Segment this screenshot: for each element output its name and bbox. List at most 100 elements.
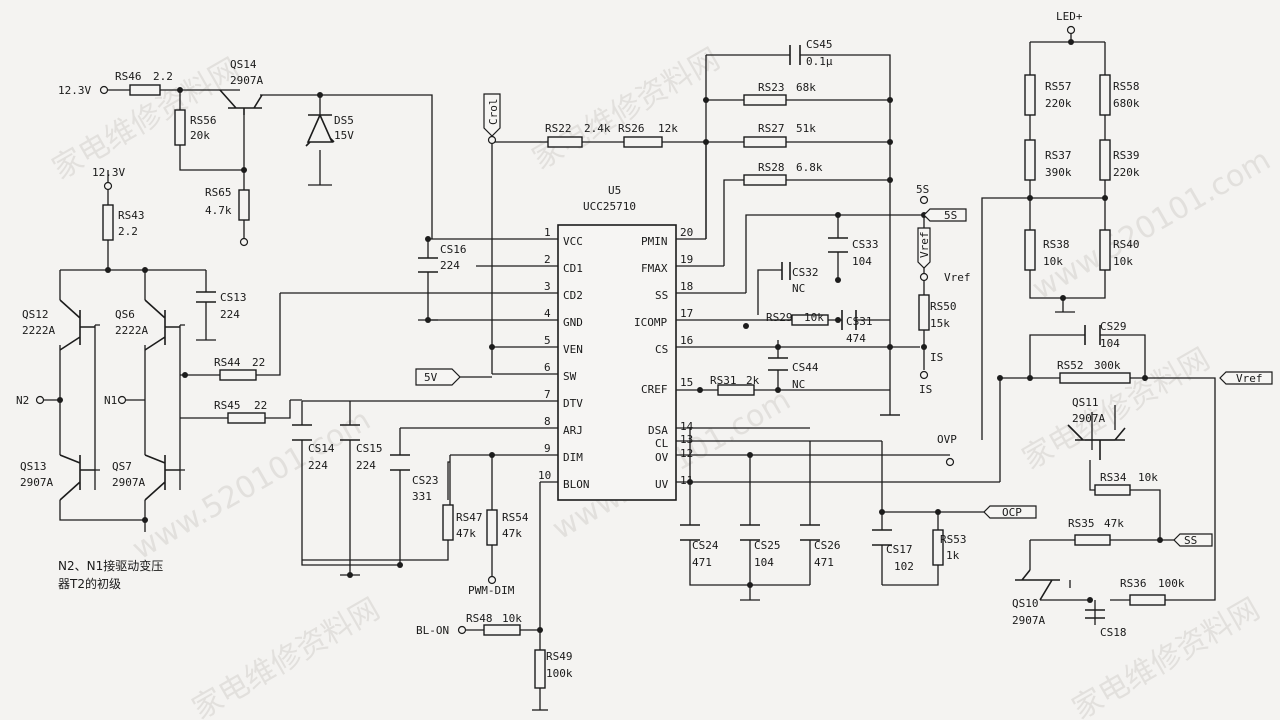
ref-label: CS25 xyxy=(754,539,781,552)
net-label-is: IS xyxy=(930,351,943,364)
terminals xyxy=(35,25,1076,635)
ref-label: QS13 xyxy=(20,460,47,473)
resistor-rs48 xyxy=(483,624,521,636)
value-label: 47k xyxy=(456,527,476,540)
resistor-rs26 xyxy=(623,136,663,148)
net-flag-5v xyxy=(415,368,461,386)
pin-name: SW xyxy=(563,370,577,383)
ref-label: CS13 xyxy=(220,291,247,304)
value-label: 224 xyxy=(308,459,328,472)
value-label: 220k xyxy=(1113,166,1140,179)
resistor-rs57 xyxy=(1024,74,1036,116)
note: N2、N1接驱动变压 器T2的初级 xyxy=(58,558,163,591)
value-label: 47k xyxy=(1104,517,1124,530)
ref-label: RS49 xyxy=(546,650,573,663)
capacitor-cs29 xyxy=(1084,325,1101,345)
pin-number: 3 xyxy=(544,280,551,293)
value-label: 100k xyxy=(546,667,573,680)
pin-name: GND xyxy=(563,316,583,329)
net-label-12v3: 12.3V xyxy=(58,84,91,97)
ref-label: RS36 xyxy=(1120,577,1147,590)
value-label: 2907A xyxy=(1072,412,1105,425)
pin-number: 7 xyxy=(544,388,551,401)
pin-name: BLON xyxy=(563,478,590,491)
value-label: 224 xyxy=(356,459,376,472)
ref-label: RS35 xyxy=(1068,517,1095,530)
net-flag-ss xyxy=(1173,533,1213,547)
net-label-ss: SS xyxy=(1184,534,1197,547)
ref-label: QS12 xyxy=(22,308,49,321)
value-label: 2.2 xyxy=(153,70,173,83)
value-label: 220k xyxy=(1045,97,1072,110)
value-label: 10k xyxy=(1043,255,1063,268)
pin-number: 14 xyxy=(680,420,694,433)
ref-label: CS44 xyxy=(792,361,819,374)
ref-label: RS34 xyxy=(1100,471,1127,484)
ref-label: CS31 xyxy=(846,315,873,328)
ref-label: RS26 xyxy=(618,122,645,135)
terminal-vref xyxy=(919,272,929,282)
value-label: 47k xyxy=(502,527,522,540)
capacitor-cs16 xyxy=(418,257,438,273)
grounds xyxy=(532,414,900,711)
capacitor-cs24 xyxy=(680,524,700,541)
ref-label: RS40 xyxy=(1113,238,1140,251)
net-label-5s: 5S xyxy=(916,183,929,196)
ref-label: CS16 xyxy=(440,243,467,256)
capacitor-cs32 xyxy=(781,262,791,280)
pin-name: CD1 xyxy=(563,262,583,275)
value-label: 104 xyxy=(852,255,872,268)
terminal-pwm-dim xyxy=(487,575,497,585)
value-label: 6.8k xyxy=(796,161,823,174)
net-labels: 12.3V 12.3V N2 N1 5V Crol PWM-DIM BL-ON … xyxy=(16,10,1263,637)
value-label: 0.1μ xyxy=(806,55,833,68)
resistors xyxy=(102,74,1166,689)
value-label: 331 xyxy=(412,490,432,503)
ref-label: CS18 xyxy=(1100,626,1127,639)
pin-name: DSA xyxy=(648,424,668,437)
value-label: 390k xyxy=(1045,166,1072,179)
resistor-rs58 xyxy=(1099,74,1111,116)
resistor-rs31 xyxy=(717,384,755,396)
ref-label: RS28 xyxy=(758,161,785,174)
net-flag-ocp xyxy=(983,505,1037,519)
capacitor-cs13 xyxy=(196,291,216,303)
terminal-led xyxy=(1066,25,1076,35)
value-label: 2907A xyxy=(230,74,263,87)
component-labels: RS46 2.2 RS56 20k RS65 4.7k QS14 2907A D… xyxy=(20,38,1185,680)
watermark-text: 家电维修资料网 xyxy=(1067,592,1266,720)
resistor-rs53 xyxy=(932,529,944,566)
ref-label: RS47 xyxy=(456,511,483,524)
value-label: 22 xyxy=(254,399,267,412)
terminal-n1 xyxy=(117,395,127,405)
value-label: 471 xyxy=(814,556,834,569)
pin-name: ARJ xyxy=(563,424,583,437)
terminal-5s xyxy=(919,195,929,205)
capacitor-cs45 xyxy=(789,45,801,65)
resistor-rs36 xyxy=(1129,594,1166,606)
pin-name: DTV xyxy=(563,397,583,410)
value-label: 1k xyxy=(946,549,960,562)
capacitor-cs14 xyxy=(292,424,312,441)
semiconductors xyxy=(59,89,1126,601)
net-label-12v3: 12.3V xyxy=(92,166,125,179)
resistor-rs49 xyxy=(534,649,546,689)
value-label: 471 xyxy=(692,556,712,569)
ref-label: CS15 xyxy=(356,442,383,455)
value-label: 10k xyxy=(1138,471,1158,484)
pin-name: SS xyxy=(655,289,668,302)
transistor-qs13 xyxy=(59,454,95,501)
value-label: 100k xyxy=(1158,577,1185,590)
capacitor-cs33 xyxy=(828,237,848,253)
ref-label: RS22 xyxy=(545,122,572,135)
capacitor-cs17 xyxy=(872,529,892,546)
ref-label: RS46 xyxy=(115,70,142,83)
ref-label: RS31 xyxy=(710,374,737,387)
ref-label: CS33 xyxy=(852,238,879,251)
value-label: 2.4k xyxy=(584,122,611,135)
capacitor-cs25 xyxy=(740,524,760,541)
ref-label: CS24 xyxy=(692,539,719,552)
junctions xyxy=(57,39,1163,633)
value-label: 680k xyxy=(1113,97,1140,110)
pin-name: FMAX xyxy=(641,262,668,275)
